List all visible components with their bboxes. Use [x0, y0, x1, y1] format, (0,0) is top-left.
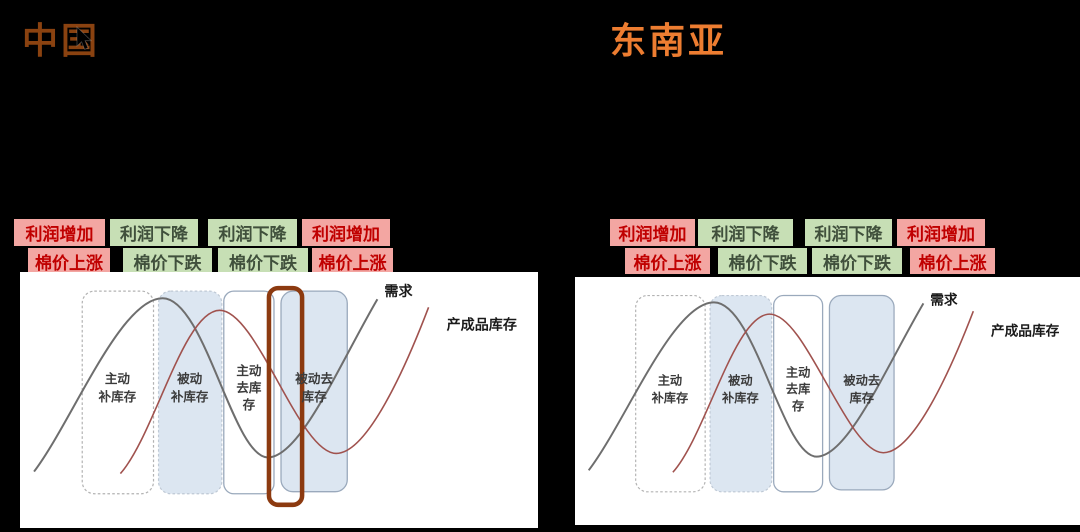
phase-label-line: 主动 [236, 363, 262, 378]
phase-label-line: 主动 [658, 372, 682, 387]
profit-label: 利润下降 [110, 219, 198, 246]
mouse-cursor [76, 26, 93, 50]
profit-label: 利润增加 [14, 219, 105, 246]
price-label: 棉价下跌 [218, 248, 308, 274]
price-label: 棉价上涨 [312, 248, 393, 274]
phase-labels: 主动 补库存 被动 补库存 主动 去库 存 被动去 库存 [98, 363, 334, 412]
profit-label: 利润下降 [208, 219, 297, 246]
demand-curve-label: 需求 [930, 291, 958, 307]
price-label: 棉价上涨 [625, 248, 710, 274]
price-label: 棉价上涨 [28, 248, 110, 274]
phase-label-line: 库存 [302, 389, 328, 404]
highlight-box [266, 285, 305, 508]
phase-label-line: 去库 [786, 381, 810, 396]
price-label: 棉价下跌 [123, 248, 212, 274]
demand-curve [33, 297, 379, 473]
phase-label-line: 库存 [850, 390, 874, 405]
phase-label-line: 补库存 [98, 389, 137, 404]
inventory-curve [119, 306, 430, 475]
price-label: 棉价上涨 [910, 248, 995, 274]
phase-label-line: 补库存 [651, 390, 689, 405]
phase-boxes [81, 290, 348, 495]
demand-curve-label: 需求 [384, 283, 413, 299]
phase-label-line: 补库存 [170, 389, 209, 404]
inventory-cycle-chart-china: 主动 补库存 被动 补库存 主动 去库 存 被动去 库存 需求 产成品库存 [20, 272, 538, 528]
phase-label-line: 被动 [177, 371, 203, 386]
phase-labels: 主动 补库存 被动 补库存 主动 去库 存 被动去 库存 [651, 365, 880, 413]
phase-box-passive-restock [157, 290, 223, 495]
phase-label-line: 补库存 [721, 390, 759, 405]
profit-label: 利润增加 [897, 219, 985, 246]
price-label: 棉价下跌 [718, 248, 807, 274]
title-southeast-asia: 东南亚 [610, 20, 728, 61]
price-label: 棉价下跌 [812, 248, 902, 274]
phase-box-passive-restock [709, 294, 773, 493]
phase-box-active-restock [81, 290, 155, 495]
inventory-curve-label: 产成品库存 [447, 316, 517, 332]
phase-label-line: 存 [243, 397, 256, 412]
profit-label: 利润增加 [610, 219, 695, 246]
profit-label: 利润增加 [302, 219, 390, 246]
inventory-curve-label: 产成品库存 [991, 323, 1060, 339]
phase-label-line: 被动 [728, 372, 752, 387]
phase-label-line: 去库 [236, 380, 262, 395]
phase-label-line: 被动去 [295, 371, 333, 386]
phase-label-line: 主动 [105, 371, 131, 386]
inventory-curve [672, 310, 975, 473]
phase-box-active-restock [635, 294, 706, 493]
phase-label-line: 主动 [786, 365, 810, 380]
inventory-cycle-chart-southeast-asia: 主动 补库存 被动 补库存 主动 去库 存 被动去 库存 需求 产成品库存 [575, 277, 1080, 525]
phase-box-passive-destock [280, 290, 348, 493]
profit-label: 利润下降 [698, 219, 793, 246]
phase-box-passive-destock [828, 294, 895, 491]
phase-boxes [635, 294, 895, 493]
phase-label-line: 被动去 [843, 372, 880, 387]
phase-label-line: 存 [792, 398, 804, 413]
demand-curve [587, 301, 925, 471]
profit-label: 利润下降 [805, 219, 892, 246]
